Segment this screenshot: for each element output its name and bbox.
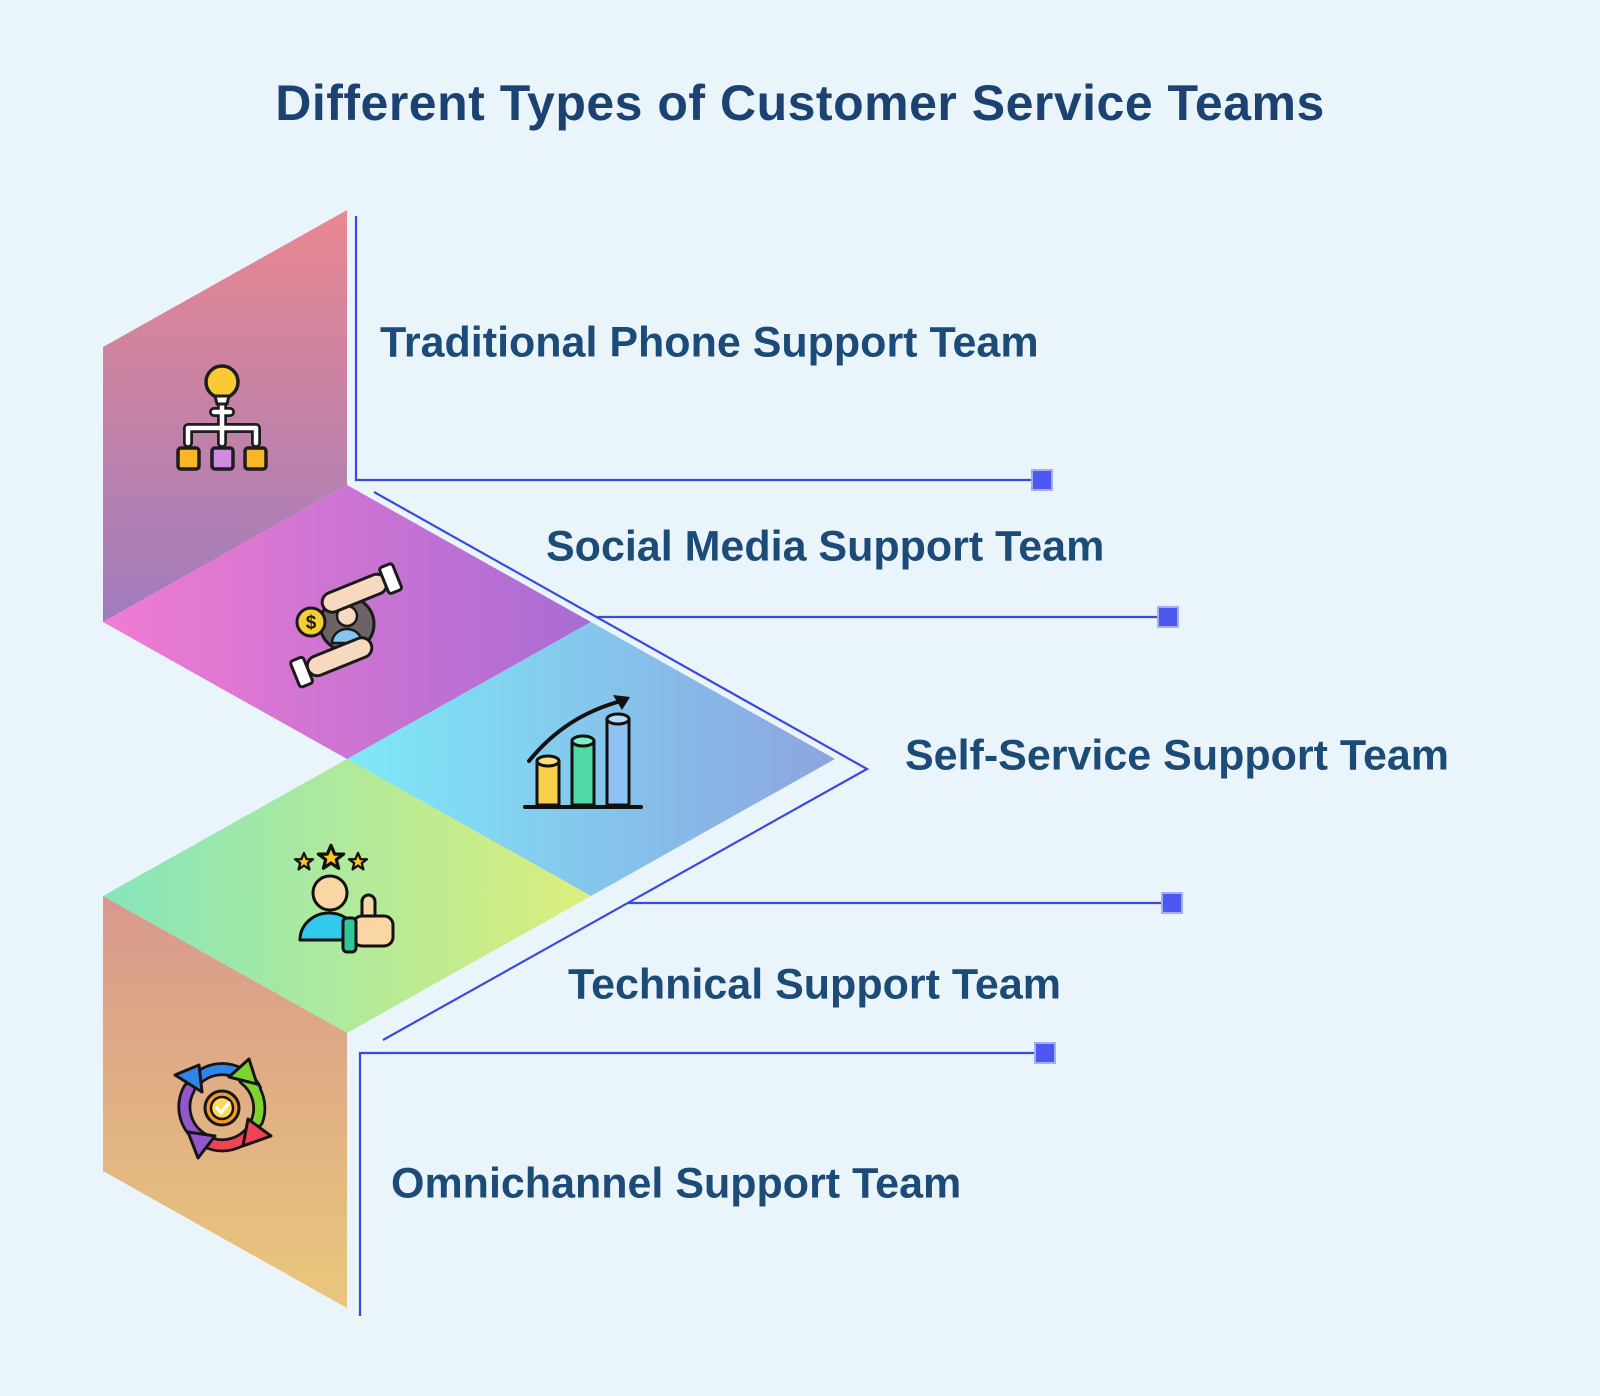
label-self-service-support-team: Self-Service Support Team xyxy=(905,731,1450,780)
endpoint-square-omnichannel xyxy=(1034,1042,1056,1064)
hierarchy-lightbulb-icon xyxy=(176,364,268,471)
omnichannel-cycle-icon xyxy=(173,1057,273,1160)
customer-satisfaction-icon xyxy=(293,843,395,954)
label-omnichannel-support-team: Omnichannel Support Team xyxy=(391,1159,962,1208)
connector-line-traditional xyxy=(354,216,1032,482)
label-traditional-phone-support-team: Traditional Phone Support Team xyxy=(380,318,1039,367)
endpoint-square-technical xyxy=(1161,892,1183,914)
connector-line-omnichannel xyxy=(358,1051,1035,1316)
connector-chevron-guideline xyxy=(373,491,870,1041)
label-technical-support-team: Technical Support Team xyxy=(568,960,1061,1009)
growth-bar-chart-icon xyxy=(523,695,643,809)
endpoint-square-traditional xyxy=(1031,469,1053,491)
hands-money-person-icon: $ xyxy=(289,562,403,689)
endpoint-square-social xyxy=(1157,606,1179,628)
svg-text:$: $ xyxy=(306,613,317,634)
label-social-media-support-team: Social Media Support Team xyxy=(546,522,1105,571)
page-title: Different Types of Customer Service Team… xyxy=(275,74,1325,131)
